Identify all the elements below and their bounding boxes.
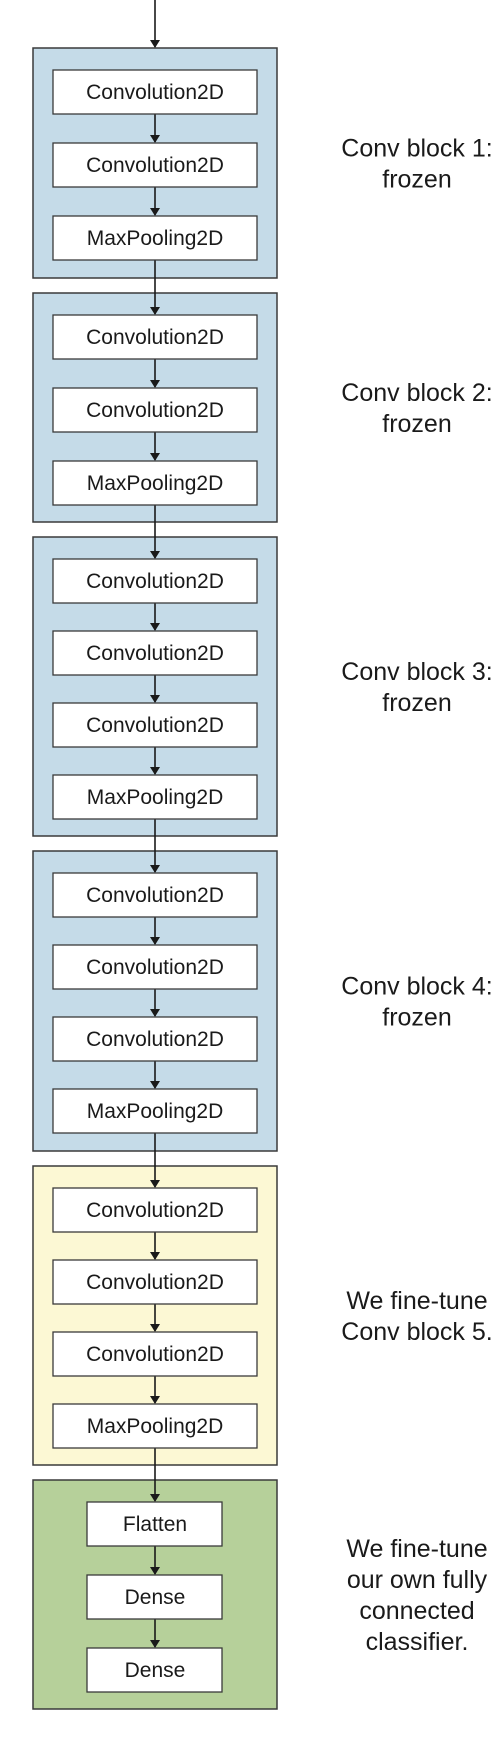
layer-box bbox=[52, 1403, 258, 1449]
block-2-caption: Conv block 2: frozen bbox=[341, 379, 492, 438]
caption-line: frozen bbox=[382, 689, 451, 717]
block-3-layer-3: Convolution2D bbox=[52, 702, 258, 748]
layer-box bbox=[52, 69, 258, 115]
layer-label: Dense bbox=[125, 1659, 186, 1682]
block-6-caption: We fine-tune our own fully connected classi… bbox=[346, 1535, 487, 1656]
layer-box bbox=[52, 1016, 258, 1062]
layer-box bbox=[52, 215, 258, 261]
layer-label: Convolution2D bbox=[86, 956, 224, 979]
layer-label: Convolution2D bbox=[86, 570, 224, 593]
caption-line: Conv block 5. bbox=[341, 1318, 492, 1346]
layer-label: Convolution2D bbox=[86, 326, 224, 349]
layer-box bbox=[86, 1647, 223, 1693]
layer-label: MaxPooling2D bbox=[87, 1415, 224, 1438]
layer-box bbox=[52, 702, 258, 748]
layer-box bbox=[52, 1259, 258, 1305]
layer-label: Convolution2D bbox=[86, 1343, 224, 1366]
block-6-layer-1: Flatten bbox=[86, 1501, 223, 1547]
layer-box bbox=[52, 387, 258, 433]
layer-label: Convolution2D bbox=[86, 154, 224, 177]
caption-line: Conv block 2: bbox=[341, 379, 492, 407]
caption-line: frozen bbox=[382, 410, 451, 438]
caption-line: connected bbox=[359, 1597, 474, 1625]
layer-box bbox=[52, 142, 258, 188]
caption-line: classifier. bbox=[366, 1628, 469, 1656]
layer-label: MaxPooling2D bbox=[87, 472, 224, 495]
caption-line: We fine-tune bbox=[346, 1287, 487, 1315]
layer-label: MaxPooling2D bbox=[87, 786, 224, 809]
block-5-layer-2: Convolution2D bbox=[52, 1259, 258, 1305]
layer-box bbox=[52, 314, 258, 360]
layer-label: Convolution2D bbox=[86, 399, 224, 422]
block-1-caption: Conv block 1: frozen bbox=[341, 135, 492, 194]
block-4-caption: Conv block 4: frozen bbox=[341, 973, 492, 1032]
layer-label: Convolution2D bbox=[86, 1271, 224, 1294]
layer-label: Convolution2D bbox=[86, 714, 224, 737]
block-4-layer-1: Convolution2D bbox=[52, 872, 258, 918]
caption-line: Conv block 4: bbox=[341, 973, 492, 1001]
block-2-layer-1: Convolution2D bbox=[52, 314, 258, 360]
layer-box bbox=[86, 1501, 223, 1547]
layer-box bbox=[52, 460, 258, 506]
layer-label: MaxPooling2D bbox=[87, 227, 224, 250]
block-3-caption: Conv block 3: frozen bbox=[341, 658, 492, 717]
block-4-layer-4: MaxPooling2D bbox=[52, 1088, 258, 1134]
block-2-layer-2: Convolution2D bbox=[52, 387, 258, 433]
layer-label: Convolution2D bbox=[86, 642, 224, 665]
layer-label: Dense bbox=[125, 1586, 186, 1609]
block-3-layer-1: Convolution2D bbox=[52, 558, 258, 604]
block-5-layer-3: Convolution2D bbox=[52, 1331, 258, 1377]
block-1-layer-3: MaxPooling2D bbox=[52, 215, 258, 261]
block-1-layer-2: Convolution2D bbox=[52, 142, 258, 188]
layer-box bbox=[52, 1187, 258, 1233]
block-3-layer-4: MaxPooling2D bbox=[52, 774, 258, 820]
layer-box bbox=[86, 1574, 223, 1620]
block-5-layer-1: Convolution2D bbox=[52, 1187, 258, 1233]
layer-label: Flatten bbox=[123, 1513, 187, 1536]
block-3-layer-2: Convolution2D bbox=[52, 630, 258, 676]
caption-line: frozen bbox=[382, 1004, 451, 1032]
block-4-layer-3: Convolution2D bbox=[52, 1016, 258, 1062]
block-1-layer-1: Convolution2D bbox=[52, 69, 258, 115]
caption-line: our own fully bbox=[347, 1566, 488, 1594]
block-5-layer-4: MaxPooling2D bbox=[52, 1403, 258, 1449]
layer-box bbox=[52, 774, 258, 820]
caption-line: Conv block 3: bbox=[341, 658, 492, 686]
layer-label: Convolution2D bbox=[86, 884, 224, 907]
block-6-layer-3: Dense bbox=[86, 1647, 223, 1693]
caption-line: frozen bbox=[382, 166, 451, 194]
layer-box bbox=[52, 558, 258, 604]
layer-label: MaxPooling2D bbox=[87, 1100, 224, 1123]
caption-line: We fine-tune bbox=[346, 1535, 487, 1563]
layer-label: Convolution2D bbox=[86, 1199, 224, 1222]
layer-box bbox=[52, 630, 258, 676]
block-4-layer-2: Convolution2D bbox=[52, 944, 258, 990]
layer-box bbox=[52, 1088, 258, 1134]
block-2-layer-3: MaxPooling2D bbox=[52, 460, 258, 506]
block-6-layer-2: Dense bbox=[86, 1574, 223, 1620]
layer-label: Convolution2D bbox=[86, 1028, 224, 1051]
caption-line: Conv block 1: bbox=[341, 135, 492, 163]
layer-label: Convolution2D bbox=[86, 81, 224, 104]
layer-box bbox=[52, 944, 258, 990]
layer-box bbox=[52, 872, 258, 918]
layer-box bbox=[52, 1331, 258, 1377]
